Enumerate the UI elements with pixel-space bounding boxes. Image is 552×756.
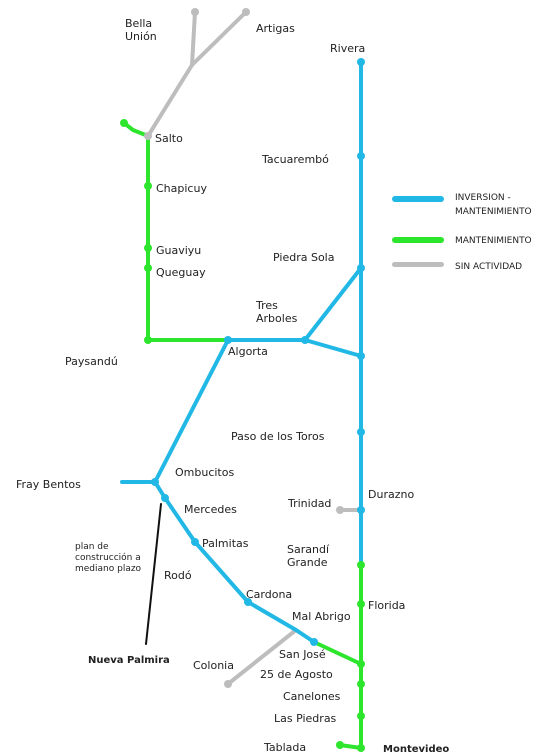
dot-cardona — [244, 598, 252, 606]
label-rodo: Rodó — [164, 569, 192, 582]
label-algorta: Algorta — [228, 345, 268, 358]
dot-trinidad — [336, 506, 344, 514]
planned-construction-note: plan de construcción a mediano plazo — [75, 542, 142, 574]
legend-label-inactive: SIN ACTIVIDAD — [455, 262, 523, 272]
dot-tres-arboles — [301, 336, 309, 344]
label-tablada: Tablada — [264, 741, 307, 754]
dot-salto-branch — [144, 132, 152, 140]
label-colonia: Colonia — [193, 659, 234, 672]
dot-paso-de-los-toros — [357, 428, 365, 436]
legend-label-investment: INVERSION - MANTENIMIENTO — [455, 193, 532, 217]
dot-guaviyu — [144, 244, 152, 252]
label-palmitas: Palmitas — [202, 537, 249, 550]
label-queguay: Queguay — [156, 266, 206, 279]
legend-swatch-inactive — [392, 262, 444, 267]
label-nueva-palmira: Nueva Palmira — [88, 655, 170, 666]
legend-label-maintenance: MANTENIMIENTO — [455, 236, 532, 246]
line-piedra-sola-tres-arboles — [303, 266, 363, 358]
line-branch-artigas — [190, 10, 248, 67]
label-ombucitos: Ombucitos — [175, 466, 235, 479]
label-mercedes: Mercedes — [184, 503, 237, 516]
dot-paysandu — [144, 336, 152, 344]
dot-chapicuy — [144, 182, 152, 190]
dot-durazno — [357, 506, 365, 514]
label-sarandi-grande: Sarandí Grande — [287, 543, 329, 569]
dot-las-piedras — [357, 712, 365, 720]
label-chapicuy: Chapicuy — [156, 182, 207, 195]
label-durazno: Durazno — [368, 488, 415, 501]
dot-ombucitos — [151, 478, 159, 486]
dot-florida — [357, 600, 365, 608]
dot-rivera — [357, 58, 365, 66]
dot-algorta — [224, 336, 232, 344]
dot-junction-south — [357, 660, 365, 668]
dot-junction-north — [357, 352, 365, 360]
label-canelones: Canelones — [283, 690, 341, 703]
label-montevideo: Montevideo — [383, 744, 450, 755]
label-tres-arboles: Tres Arboles — [256, 299, 298, 325]
dot-mal-abrigo — [310, 638, 318, 646]
label-bella-union: Bella Unión — [125, 17, 157, 43]
label-tacuarembo: Tacuarembó — [262, 153, 329, 166]
dot-bella-union — [191, 8, 199, 16]
line-sanjose-junction — [312, 640, 363, 666]
label-rivera: Rivera — [330, 42, 366, 55]
label-piedra-sola: Piedra Sola — [273, 251, 335, 264]
label-fray-bentos: Fray Bentos — [16, 478, 81, 491]
label-paso-de-los-toros: Paso de los Toros — [231, 430, 325, 443]
dot-canelones — [357, 680, 365, 688]
dot-mercedes — [161, 494, 169, 502]
label-salto: Salto — [155, 132, 183, 145]
dot-artigas — [242, 8, 250, 16]
station-dots — [120, 8, 365, 752]
dot-montevideo — [357, 744, 365, 752]
line-planned-nueva-palmira — [145, 503, 162, 645]
label-artigas: Artigas — [256, 22, 295, 35]
label-guaviyu: Guaviyu — [156, 244, 202, 257]
label-25-de-agosto: 25 de Agosto — [260, 668, 333, 681]
label-paysandu: Paysandú — [65, 355, 118, 368]
label-cardona: Cardona — [246, 588, 293, 601]
line-algorta-fray-bentos — [120, 338, 307, 484]
planned-lines — [145, 503, 162, 645]
dot-palmitas — [191, 538, 199, 546]
dot-tacuarembo — [357, 152, 365, 160]
label-florida: Florida — [368, 599, 406, 612]
legend-swatch-maintenance — [392, 237, 444, 243]
dot-tablada — [336, 741, 344, 749]
label-las-piedras: Las Piedras — [274, 712, 337, 725]
label-mal-abrigo: Mal Abrigo — [292, 610, 351, 623]
dot-salto-left — [120, 119, 128, 127]
label-trinidad: Trinidad — [288, 497, 332, 510]
dot-sarandi-grande — [357, 561, 365, 569]
line-colonia-branch — [226, 628, 298, 686]
dot-queguay — [144, 264, 152, 272]
dot-piedra-sola — [357, 264, 365, 272]
dot-colonia — [224, 680, 232, 688]
legend-swatch-investment — [392, 196, 444, 202]
label-san-jose: San José — [279, 648, 326, 661]
